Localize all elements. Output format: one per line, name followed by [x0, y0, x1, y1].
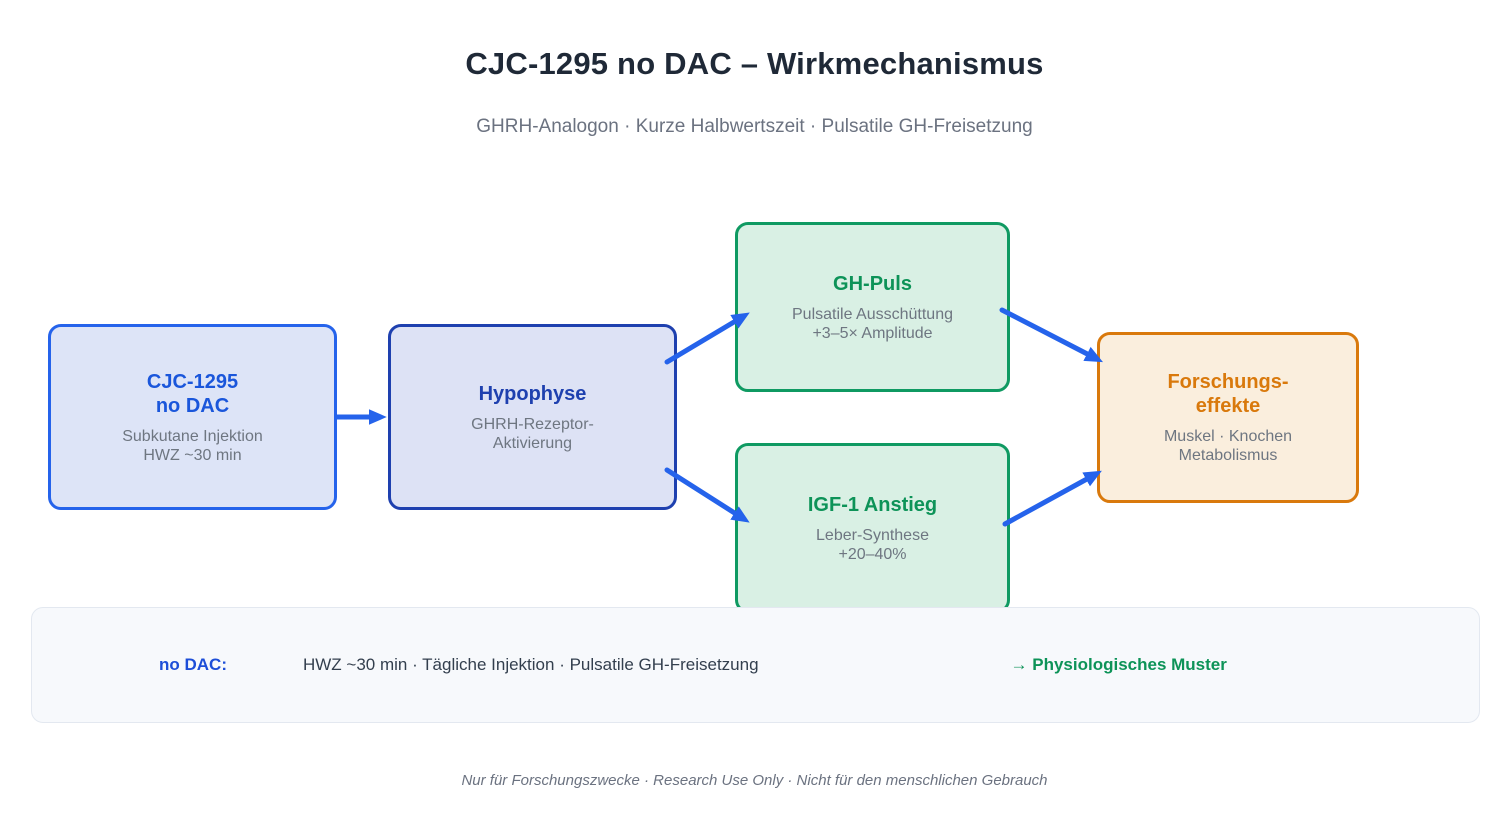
summary-bar-text: HWZ ~30 min · Tägliche Injektion · Pulsa…	[302, 655, 759, 674]
arrow-ghpuls-to-effects	[999, 307, 1103, 363]
node-title: Hypophyse	[478, 382, 587, 405]
node-igf-1-anstieg: IGF-1 Anstieg Leber-Synthese +20–40%	[735, 443, 1010, 613]
node-gh-puls: GH-Puls Pulsatile Ausschüttung +3–5× Amp…	[735, 222, 1010, 392]
node-subtitle: Pulsatile Ausschüttung +3–5× Amplitude	[792, 305, 953, 342]
summary-bar-label: no DAC:	[159, 655, 227, 674]
node-title: IGF-1 Anstieg	[807, 493, 938, 516]
research-disclaimer: Nur für Forschungszwecke · Research Use …	[461, 772, 1048, 789]
page-title: CJC-1295 no DAC – Wirkmechanismus	[465, 46, 1044, 81]
summary-bar: no DAC: HWZ ~30 min · Tägliche Injektion…	[31, 607, 1480, 723]
node-forschungseffekte: Forschungs- effekte Muskel · Knochen Met…	[1097, 332, 1359, 503]
summary-bar-highlight: → Physiologisches Muster	[1010, 655, 1227, 674]
arrow-igf1-to-effects	[1002, 470, 1102, 527]
node-subtitle: GHRH-Rezeptor- Aktivierung	[471, 415, 594, 452]
node-hypophyse: Hypophyse GHRH-Rezeptor- Aktivierung	[388, 324, 677, 510]
node-cjc-1295-no-dac: CJC-1295 no DAC Subkutane Injektion HWZ …	[48, 324, 337, 510]
node-title: GH-Puls	[833, 272, 912, 295]
node-title: CJC-1295 no DAC	[146, 370, 239, 417]
node-subtitle: Muskel · Knochen Metabolismus	[1163, 428, 1293, 464]
arrow-hypophyse-to-igf1	[664, 467, 750, 523]
arrow-hypophyse-to-ghpuls	[664, 312, 750, 365]
node-title: Forschungs- effekte	[1167, 371, 1289, 417]
page-subtitle: GHRH-Analogon · Kurze Halbwertszeit · Pu…	[476, 116, 1033, 137]
node-subtitle: Subkutane Injektion HWZ ~30 min	[122, 427, 263, 464]
node-subtitle: Leber-Synthese +20–40%	[816, 526, 929, 563]
